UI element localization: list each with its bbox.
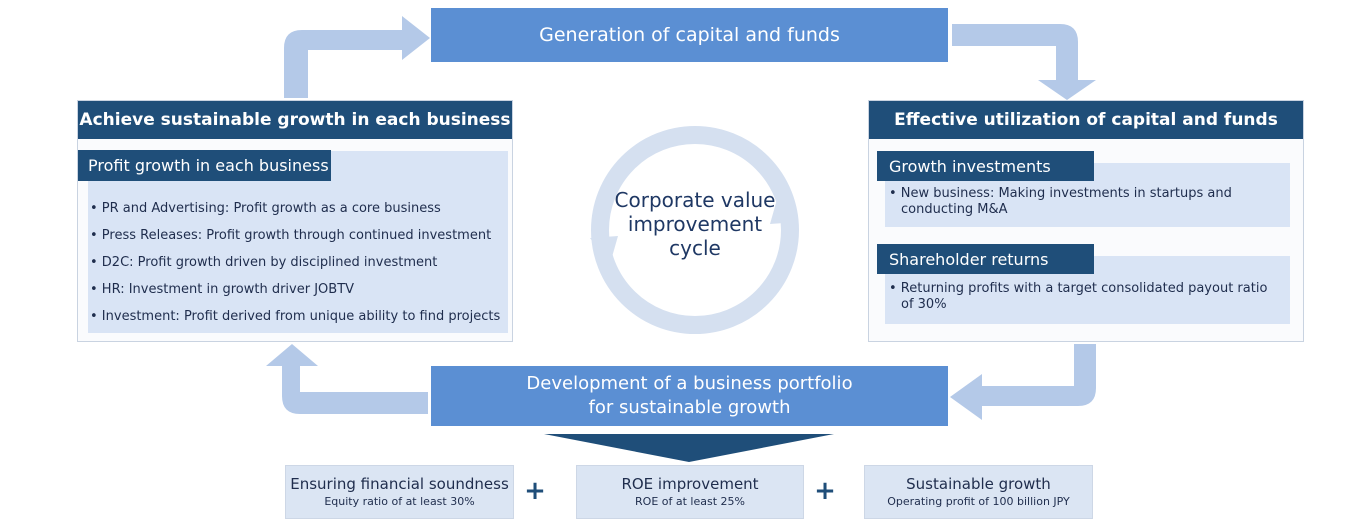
kpi-roe-improvement-detail: ROE of at least 25% xyxy=(635,495,745,508)
left-item-4: • HR: Investment in growth driver JOBTV xyxy=(90,282,355,297)
ring-arrowhead-2 xyxy=(590,236,618,264)
kpi-financial-soundness: Ensuring financial soundness Equity rati… xyxy=(285,465,514,519)
left-item-5: • Investment: Profit derived from unique… xyxy=(90,309,501,324)
right-panel-title: Effective utilization of capital and fun… xyxy=(869,101,1303,139)
kpi-financial-soundness-detail: Equity ratio of at least 30% xyxy=(324,495,475,508)
center-line-3: cycle xyxy=(669,236,721,260)
downward-wedge xyxy=(544,434,834,462)
center-line-1: Corporate value xyxy=(614,188,776,212)
bottom-bar-line1: Development of a business portfolio xyxy=(526,373,853,394)
left-item-1: • PR and Advertising: Profit growth as a… xyxy=(90,201,441,216)
left-panel: Achieve sustainable growth in each busin… xyxy=(77,100,513,342)
shareholder-returns-line2: of 30% xyxy=(901,297,947,312)
cycle-ring xyxy=(591,126,799,334)
kpi-roe-improvement-title: ROE improvement xyxy=(621,475,759,493)
arrow-left-to-top xyxy=(284,16,430,98)
ring-arrowhead-1 xyxy=(770,196,798,224)
center-line-2: improvement xyxy=(627,212,763,236)
kpi-financial-soundness-title: Ensuring financial soundness xyxy=(290,475,509,493)
left-item-3: • D2C: Profit growth driven by disciplin… xyxy=(90,255,438,270)
right-panel: Effective utilization of capital and fun… xyxy=(868,100,1304,342)
left-panel-sub: Profit growth in each business • PR and … xyxy=(78,150,508,333)
left-panel-title: Achieve sustainable growth in each busin… xyxy=(78,101,512,139)
top-bar-label: Generation of capital and funds xyxy=(539,24,840,46)
plus-sign-2: + xyxy=(814,476,836,506)
arrow-bottom-to-left xyxy=(266,344,428,414)
top-bar: Generation of capital and funds xyxy=(431,8,948,62)
shareholder-returns-box: Shareholder returns • Returning profits … xyxy=(877,244,1290,324)
center-label: Corporate value improvement cycle xyxy=(600,188,790,260)
kpi-sustainable-growth: Sustainable growth Operating profit of 1… xyxy=(864,465,1093,519)
arrow-top-to-right xyxy=(952,24,1096,100)
arrow-right-to-bottom xyxy=(950,344,1096,420)
bottom-bar-line2: for sustainable growth xyxy=(588,397,791,418)
shareholder-returns-header: Shareholder returns xyxy=(877,244,1094,274)
left-item-2: • Press Releases: Profit growth through … xyxy=(90,228,492,243)
shareholder-returns-line1: • Returning profits with a target consol… xyxy=(889,281,1268,296)
growth-investments-line1: • New business: Making investments in st… xyxy=(889,186,1232,201)
left-panel-subtitle: Profit growth in each business xyxy=(78,150,331,181)
bottom-bar: Development of a business portfolio for … xyxy=(431,366,948,426)
growth-investments-line2: conducting M&A xyxy=(901,202,1008,217)
growth-investments-header: Growth investments xyxy=(877,151,1094,181)
kpi-sustainable-growth-detail: Operating profit of 100 billion JPY xyxy=(887,495,1070,508)
kpi-sustainable-growth-title: Sustainable growth xyxy=(906,475,1051,493)
kpi-roe-improvement: ROE improvement ROE of at least 25% xyxy=(576,465,804,519)
growth-investments-box: Growth investments • New business: Makin… xyxy=(877,151,1290,227)
plus-sign-1: + xyxy=(524,476,546,506)
